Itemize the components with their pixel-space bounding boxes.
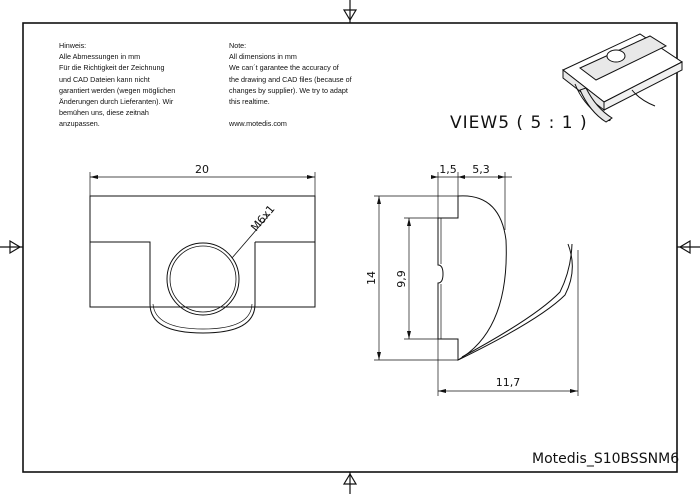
dim-side-offset-label: 1,5 bbox=[439, 163, 457, 176]
note-line: this realtime. bbox=[229, 97, 270, 107]
side-view-body bbox=[437, 195, 507, 361]
dim-height-label: 14 bbox=[365, 271, 378, 285]
note-line: Hinweis: bbox=[59, 41, 87, 50]
note-line: www.motedis.com bbox=[229, 119, 287, 129]
dim-side-depth-label: 5,3 bbox=[472, 163, 490, 176]
note-line: We can´t garantee the accuracy of bbox=[229, 63, 339, 73]
iso-spring-tab bbox=[579, 87, 613, 123]
note-line: the drawing and CAD files (because of bbox=[229, 74, 352, 84]
center-mark-top bbox=[342, 0, 358, 23]
center-mark-right bbox=[677, 239, 700, 255]
note-line: anzupassen. bbox=[59, 119, 100, 129]
dim-width-arrow-left bbox=[90, 175, 98, 179]
dim-inner-height-label: 9,9 bbox=[395, 270, 408, 288]
dim-width-arrow-right bbox=[307, 175, 315, 179]
thread-hole-inner bbox=[169, 245, 237, 313]
note-line: bemühen uns, diese zeitnah bbox=[59, 108, 149, 118]
center-mark-left bbox=[0, 239, 23, 255]
dim-length-label: 11,7 bbox=[496, 376, 521, 389]
front-view-bottom-arc-inner bbox=[152, 303, 253, 330]
iso-body-front bbox=[603, 61, 683, 111]
note-line bbox=[229, 107, 352, 118]
isometric-preview bbox=[562, 33, 683, 123]
front-view bbox=[89, 172, 316, 334]
iso-spring-right bbox=[631, 89, 656, 107]
thread-label: M6x1 bbox=[248, 203, 277, 234]
note-line: und CAD Dateien kann nicht bbox=[59, 74, 150, 84]
note-line: changes by supplier). We try to adapt bbox=[229, 85, 348, 95]
note-line: Alle Abmessungen in mm bbox=[59, 52, 141, 62]
note-line: Note: bbox=[229, 41, 247, 50]
front-view-outline bbox=[89, 195, 316, 308]
thread-leader bbox=[231, 213, 271, 259]
front-view-slot-profile bbox=[90, 241, 315, 304]
iso-thread-hole bbox=[606, 49, 626, 63]
part-id: Motedis_S10BSSNM6 bbox=[532, 451, 680, 467]
center-mark-bottom bbox=[342, 472, 358, 494]
side-view-spring bbox=[457, 243, 573, 361]
note-line: All dimensions in mm bbox=[229, 52, 297, 62]
side-view-spring-inner bbox=[461, 243, 573, 358]
note-line: Änderungen durch Lieferanten). Wir bbox=[59, 97, 174, 107]
view-title: VIEW5 ( 5 : 1 ) bbox=[450, 113, 588, 133]
thread-hole-outer bbox=[166, 242, 240, 316]
front-view-bottom-arc bbox=[149, 303, 256, 334]
side-view bbox=[374, 172, 579, 396]
dim-width-label: 20 bbox=[195, 163, 209, 176]
note-line: Für die Richtigkeit der Zeichnung bbox=[59, 63, 165, 73]
note-line: garantiert werden (wegen möglichen bbox=[59, 85, 176, 95]
